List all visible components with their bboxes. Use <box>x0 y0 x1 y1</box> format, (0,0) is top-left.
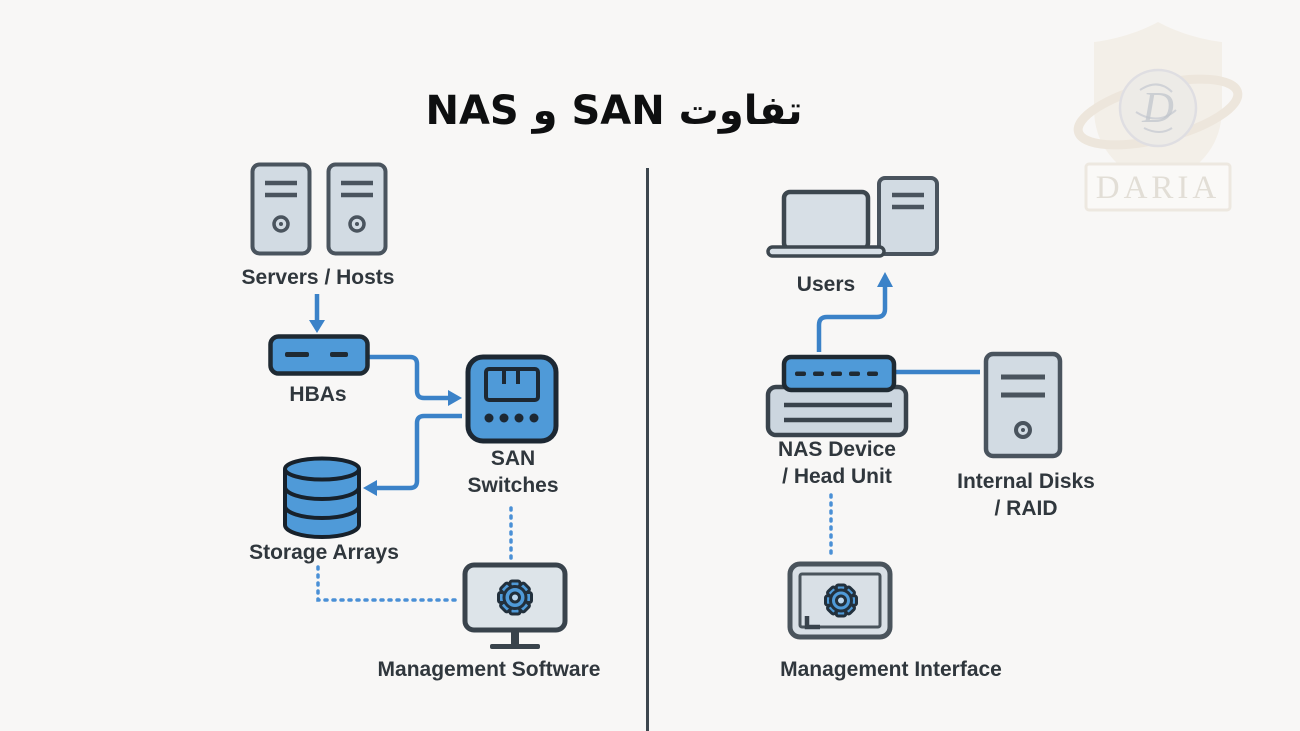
gear-icon <box>824 583 858 618</box>
arrowhead-right-icon <box>448 390 462 406</box>
san-switches-label-line1: SAN <box>490 447 536 470</box>
san-switches-label: SAN Switches <box>467 445 558 499</box>
arrow-hbas-to-switches <box>369 354 448 401</box>
svg-text:D: D <box>1141 83 1174 132</box>
internal-disks-label: Internal Disks / RAID <box>957 468 1095 522</box>
servers-hosts-node <box>250 162 388 261</box>
internal-disks-node <box>983 351 1063 464</box>
servers-hosts-label: Servers / Hosts <box>241 266 395 289</box>
daria-shield-icon: D DARIA <box>1073 22 1243 212</box>
daria-brand-text: DARIA <box>1096 170 1221 206</box>
hba-card-icon <box>268 334 370 376</box>
dotted-storage-to-management <box>316 565 458 602</box>
server-tower-icon <box>250 162 312 256</box>
nas-device-label-line1: NAS Device <box>778 438 896 461</box>
management-interface-node <box>787 561 893 646</box>
internal-disks-label-line1: Internal Disks <box>957 470 1095 493</box>
users-node <box>763 172 943 263</box>
storage-arrays-label: Storage Arrays <box>249 541 399 564</box>
storage-array-icon <box>283 456 361 539</box>
management-software-node <box>462 562 568 655</box>
arrow-nas-to-users <box>816 286 888 352</box>
disk-tower-icon <box>983 351 1063 459</box>
nas-device-label-line2: / Head Unit <box>782 465 892 488</box>
arrowhead-down-icon <box>309 320 325 333</box>
users-devices-icon <box>766 176 939 258</box>
arrowhead-left-icon <box>363 480 377 496</box>
internal-disks-label-line2: / RAID <box>994 497 1058 520</box>
desktop-tower-icon <box>877 176 939 256</box>
section-divider <box>646 168 649 731</box>
management-monitor-icon <box>462 562 568 649</box>
page-title: تفاوت SAN و NAS <box>425 88 803 134</box>
san-switches-label-line2: Switches <box>467 474 559 497</box>
nas-device-icon <box>765 354 909 438</box>
gear-icon <box>497 579 533 616</box>
nas-device-label: NAS Device / Head Unit <box>778 436 896 490</box>
management-interface-label: Management Interface <box>780 658 1002 681</box>
daria-logo: D DARIA <box>1070 16 1245 221</box>
server-towers-icon <box>250 162 388 256</box>
hbas-label: HBAs <box>289 383 347 406</box>
arrowhead-up-icon <box>877 272 893 287</box>
nas-device-node <box>760 354 910 443</box>
san-switches-node <box>465 354 559 449</box>
storage-arrays-node <box>282 456 362 545</box>
users-label: Users <box>796 273 856 296</box>
management-software-label: Management Software <box>377 658 601 681</box>
hbas-node <box>268 334 370 381</box>
management-tablet-icon <box>787 561 893 640</box>
arrow-switches-to-storage <box>377 413 462 491</box>
laptop-icon <box>766 189 886 258</box>
san-switch-icon <box>465 354 559 444</box>
server-tower-icon <box>326 162 388 256</box>
